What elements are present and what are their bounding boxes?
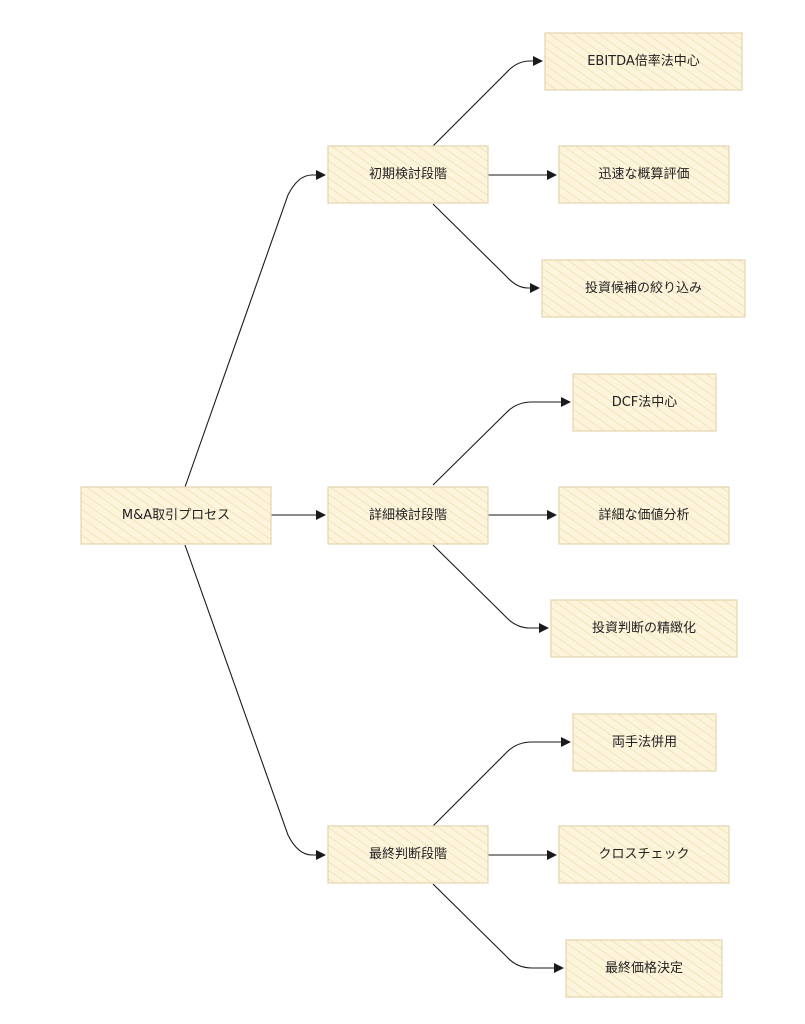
- child-node-detailed-analysis: 詳細な価値分析: [558, 486, 730, 545]
- edges: [184, 56, 571, 973]
- stage-node-final: 最終判断段階: [327, 825, 489, 884]
- child-node-dcf-label: DCF法中心: [612, 395, 678, 410]
- child-node-final-price-label: 最終価格決定: [605, 960, 683, 976]
- stage-node-final-label: 最終判断段階: [369, 846, 447, 862]
- edge-stage-3-to-child-1: [432, 737, 571, 827]
- child-node-quick-estimate-label: 迅速な概算評価: [598, 167, 689, 182]
- edge-stage-2-to-child-1: [432, 397, 571, 486]
- child-node-quick-estimate: 迅速な概算評価: [558, 145, 730, 204]
- child-node-decision-refinement: 投資判断の精緻化: [550, 599, 738, 658]
- child-node-detailed-analysis-label: 詳細な価値分析: [598, 507, 689, 523]
- edge-root-to-stage-3: [184, 544, 326, 860]
- child-node-cross-check: クロスチェック: [558, 825, 730, 884]
- child-node-dcf: DCF法中心: [572, 373, 717, 432]
- child-node-both-methods-label: 両手法併用: [612, 735, 677, 750]
- edge-root-to-stage-1: [184, 170, 326, 488]
- child-node-candidate-screening: 投資候補の絞り込み: [541, 259, 746, 318]
- stage-node-detailed-label: 詳細検討段階: [369, 507, 447, 523]
- stage-node-detailed: 詳細検討段階: [327, 486, 489, 545]
- edge-stage-1-to-child-3: [432, 203, 540, 293]
- nodes: M&A取引プロセス 初期検討段階 EBITDA倍率法中心 迅速な概算評価 投資候…: [80, 32, 746, 998]
- child-node-final-price: 最終価格決定: [565, 939, 723, 998]
- child-node-decision-refinement-label: 投資判断の精緻化: [592, 620, 696, 636]
- child-node-candidate-screening-label: 投資候補の絞り込み: [585, 280, 702, 296]
- root-node: M&A取引プロセス: [80, 486, 272, 545]
- child-node-ebitda-multiple: EBITDA倍率法中心: [544, 32, 743, 91]
- root-node-label: M&A取引プロセス: [122, 508, 230, 523]
- stage-node-initial: 初期検討段階: [327, 145, 489, 204]
- child-node-both-methods: 両手法併用: [572, 713, 717, 772]
- edge-stage-2-to-child-3: [432, 544, 549, 633]
- child-node-ebitda-multiple-label: EBITDA倍率法中心: [587, 53, 700, 69]
- edge-stage-3-to-child-3: [432, 883, 564, 973]
- edge-stage-1-to-child-1: [432, 56, 543, 147]
- stage-node-initial-label: 初期検討段階: [369, 166, 447, 182]
- child-node-cross-check-label: クロスチェック: [598, 847, 689, 862]
